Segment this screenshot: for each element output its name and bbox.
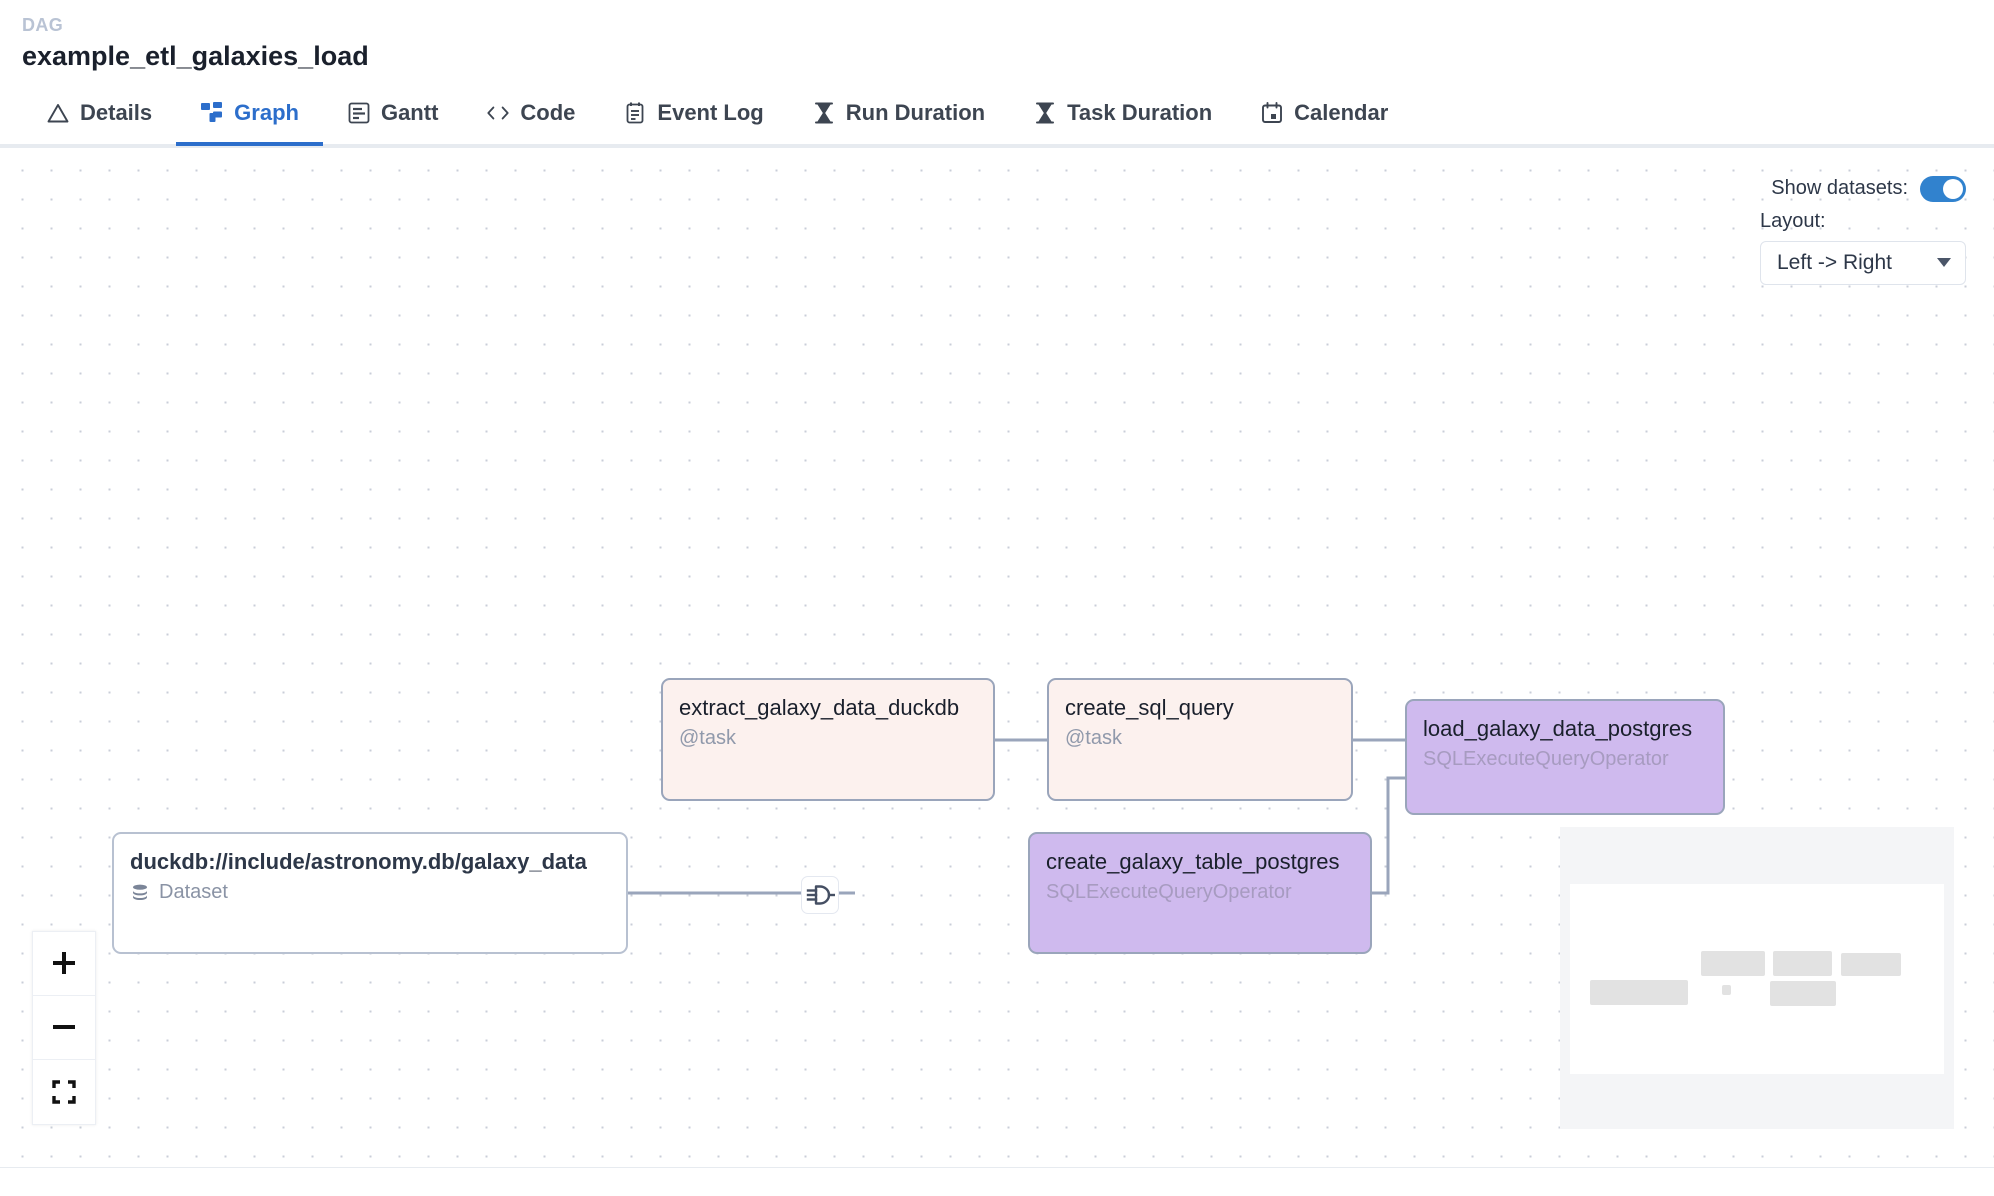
code-brackets-icon xyxy=(486,101,510,125)
tab-label: Event Log xyxy=(657,99,764,125)
minimap-viewport[interactable] xyxy=(1570,883,1944,1074)
tab-task-duration[interactable]: Task Duration xyxy=(1009,84,1236,146)
show-datasets-label: Show datasets: xyxy=(1771,177,1908,200)
graph-node-extract-galaxy-data-duckdb[interactable]: extract_galaxy_data_duckdb @task xyxy=(661,677,995,801)
calendar-icon xyxy=(1260,101,1284,125)
graph-controls-panel: Show datasets: Layout: Left -> Right xyxy=(1760,175,1966,285)
minimap-node xyxy=(1770,980,1836,1006)
triangle-alert-icon xyxy=(46,101,70,125)
graph-icon xyxy=(200,101,224,125)
minimap-node xyxy=(1701,950,1765,976)
minimap-node xyxy=(1590,979,1688,1005)
tab-run-duration[interactable]: Run Duration xyxy=(788,84,1009,146)
gantt-icon xyxy=(347,101,371,125)
layout-label: Layout: xyxy=(1760,209,1826,232)
layout-select-value: Left -> Right xyxy=(1777,250,1892,274)
node-subtitle: @task xyxy=(679,727,736,750)
node-title: extract_galaxy_data_duckdb xyxy=(679,694,960,720)
zoom-in-button[interactable] xyxy=(33,931,95,996)
tab-code[interactable]: Code xyxy=(462,84,599,146)
graph-canvas-wrapper: extract_galaxy_data_duckdb @task create_… xyxy=(0,145,1994,1196)
tab-calendar[interactable]: Calendar xyxy=(1236,84,1412,146)
tab-label: Details xyxy=(80,99,153,125)
node-subtitle: SQLExecuteQueryOperator xyxy=(1046,881,1292,904)
event-log-icon xyxy=(623,101,647,125)
node-title: create_sql_query xyxy=(1065,694,1234,720)
graph-canvas[interactable]: extract_galaxy_data_duckdb @task create_… xyxy=(0,145,1994,1168)
zoom-controls xyxy=(32,930,96,1125)
tab-bar: Details Graph Gantt xyxy=(0,83,1994,146)
node-subtitle: Dataset xyxy=(130,879,610,906)
graph-node-create-galaxy-table-postgres[interactable]: create_galaxy_table_postgres SQLExecuteQ… xyxy=(1028,831,1372,954)
page-title: example_etl_galaxies_load xyxy=(22,40,369,71)
tab-label: Gantt xyxy=(380,99,439,125)
tab-label: Run Duration xyxy=(845,99,986,125)
node-subtitle: @task xyxy=(1065,727,1122,750)
tab-details[interactable]: Details xyxy=(22,84,176,146)
node-title: load_galaxy_data_postgres xyxy=(1423,715,1693,741)
tab-graph[interactable]: Graph xyxy=(176,84,323,146)
node-title: duckdb://include/astronomy.db/galaxy_dat… xyxy=(130,848,587,874)
minimap[interactable] xyxy=(1560,826,1954,1129)
node-title: create_galaxy_table_postgres xyxy=(1046,848,1340,874)
minimap-node xyxy=(1773,950,1832,976)
minimap-node xyxy=(1722,984,1731,995)
tab-label: Code xyxy=(520,99,576,125)
dataset-gate-node[interactable] xyxy=(801,875,839,914)
dag-kicker: DAG xyxy=(22,15,64,35)
layout-select[interactable]: Left -> Right xyxy=(1760,240,1966,285)
hourglass-icon xyxy=(1033,101,1057,125)
show-datasets-toggle[interactable] xyxy=(1920,175,1966,202)
tab-label: Calendar xyxy=(1294,99,1389,125)
show-datasets-row: Show datasets: xyxy=(1760,175,1966,202)
tab-label: Task Duration xyxy=(1067,99,1213,125)
chevron-down-icon xyxy=(1937,258,1951,268)
tab-label: Graph xyxy=(234,99,299,125)
fit-view-button[interactable] xyxy=(33,1059,95,1124)
tab-gantt[interactable]: Gantt xyxy=(323,84,462,146)
graph-node-create-sql-query[interactable]: create_sql_query @task xyxy=(1047,677,1353,801)
and-gate-icon xyxy=(805,881,835,909)
toggle-knob xyxy=(1943,178,1963,199)
graph-node-dataset-duckdb-galaxy-data[interactable]: duckdb://include/astronomy.db/galaxy_dat… xyxy=(112,831,628,954)
graph-node-load-galaxy-data-postgres[interactable]: load_galaxy_data_postgres SQLExecuteQuer… xyxy=(1405,698,1725,815)
node-subtitle: SQLExecuteQueryOperator xyxy=(1423,748,1669,771)
hourglass-icon xyxy=(812,101,836,125)
page-header: DAG example_etl_galaxies_load xyxy=(0,0,1994,84)
tab-event-log[interactable]: Event Log xyxy=(599,84,787,146)
zoom-out-button[interactable] xyxy=(33,995,95,1060)
minimap-node xyxy=(1841,952,1901,976)
database-stack-icon xyxy=(130,883,150,903)
dataset-type-label: Dataset xyxy=(159,881,228,904)
